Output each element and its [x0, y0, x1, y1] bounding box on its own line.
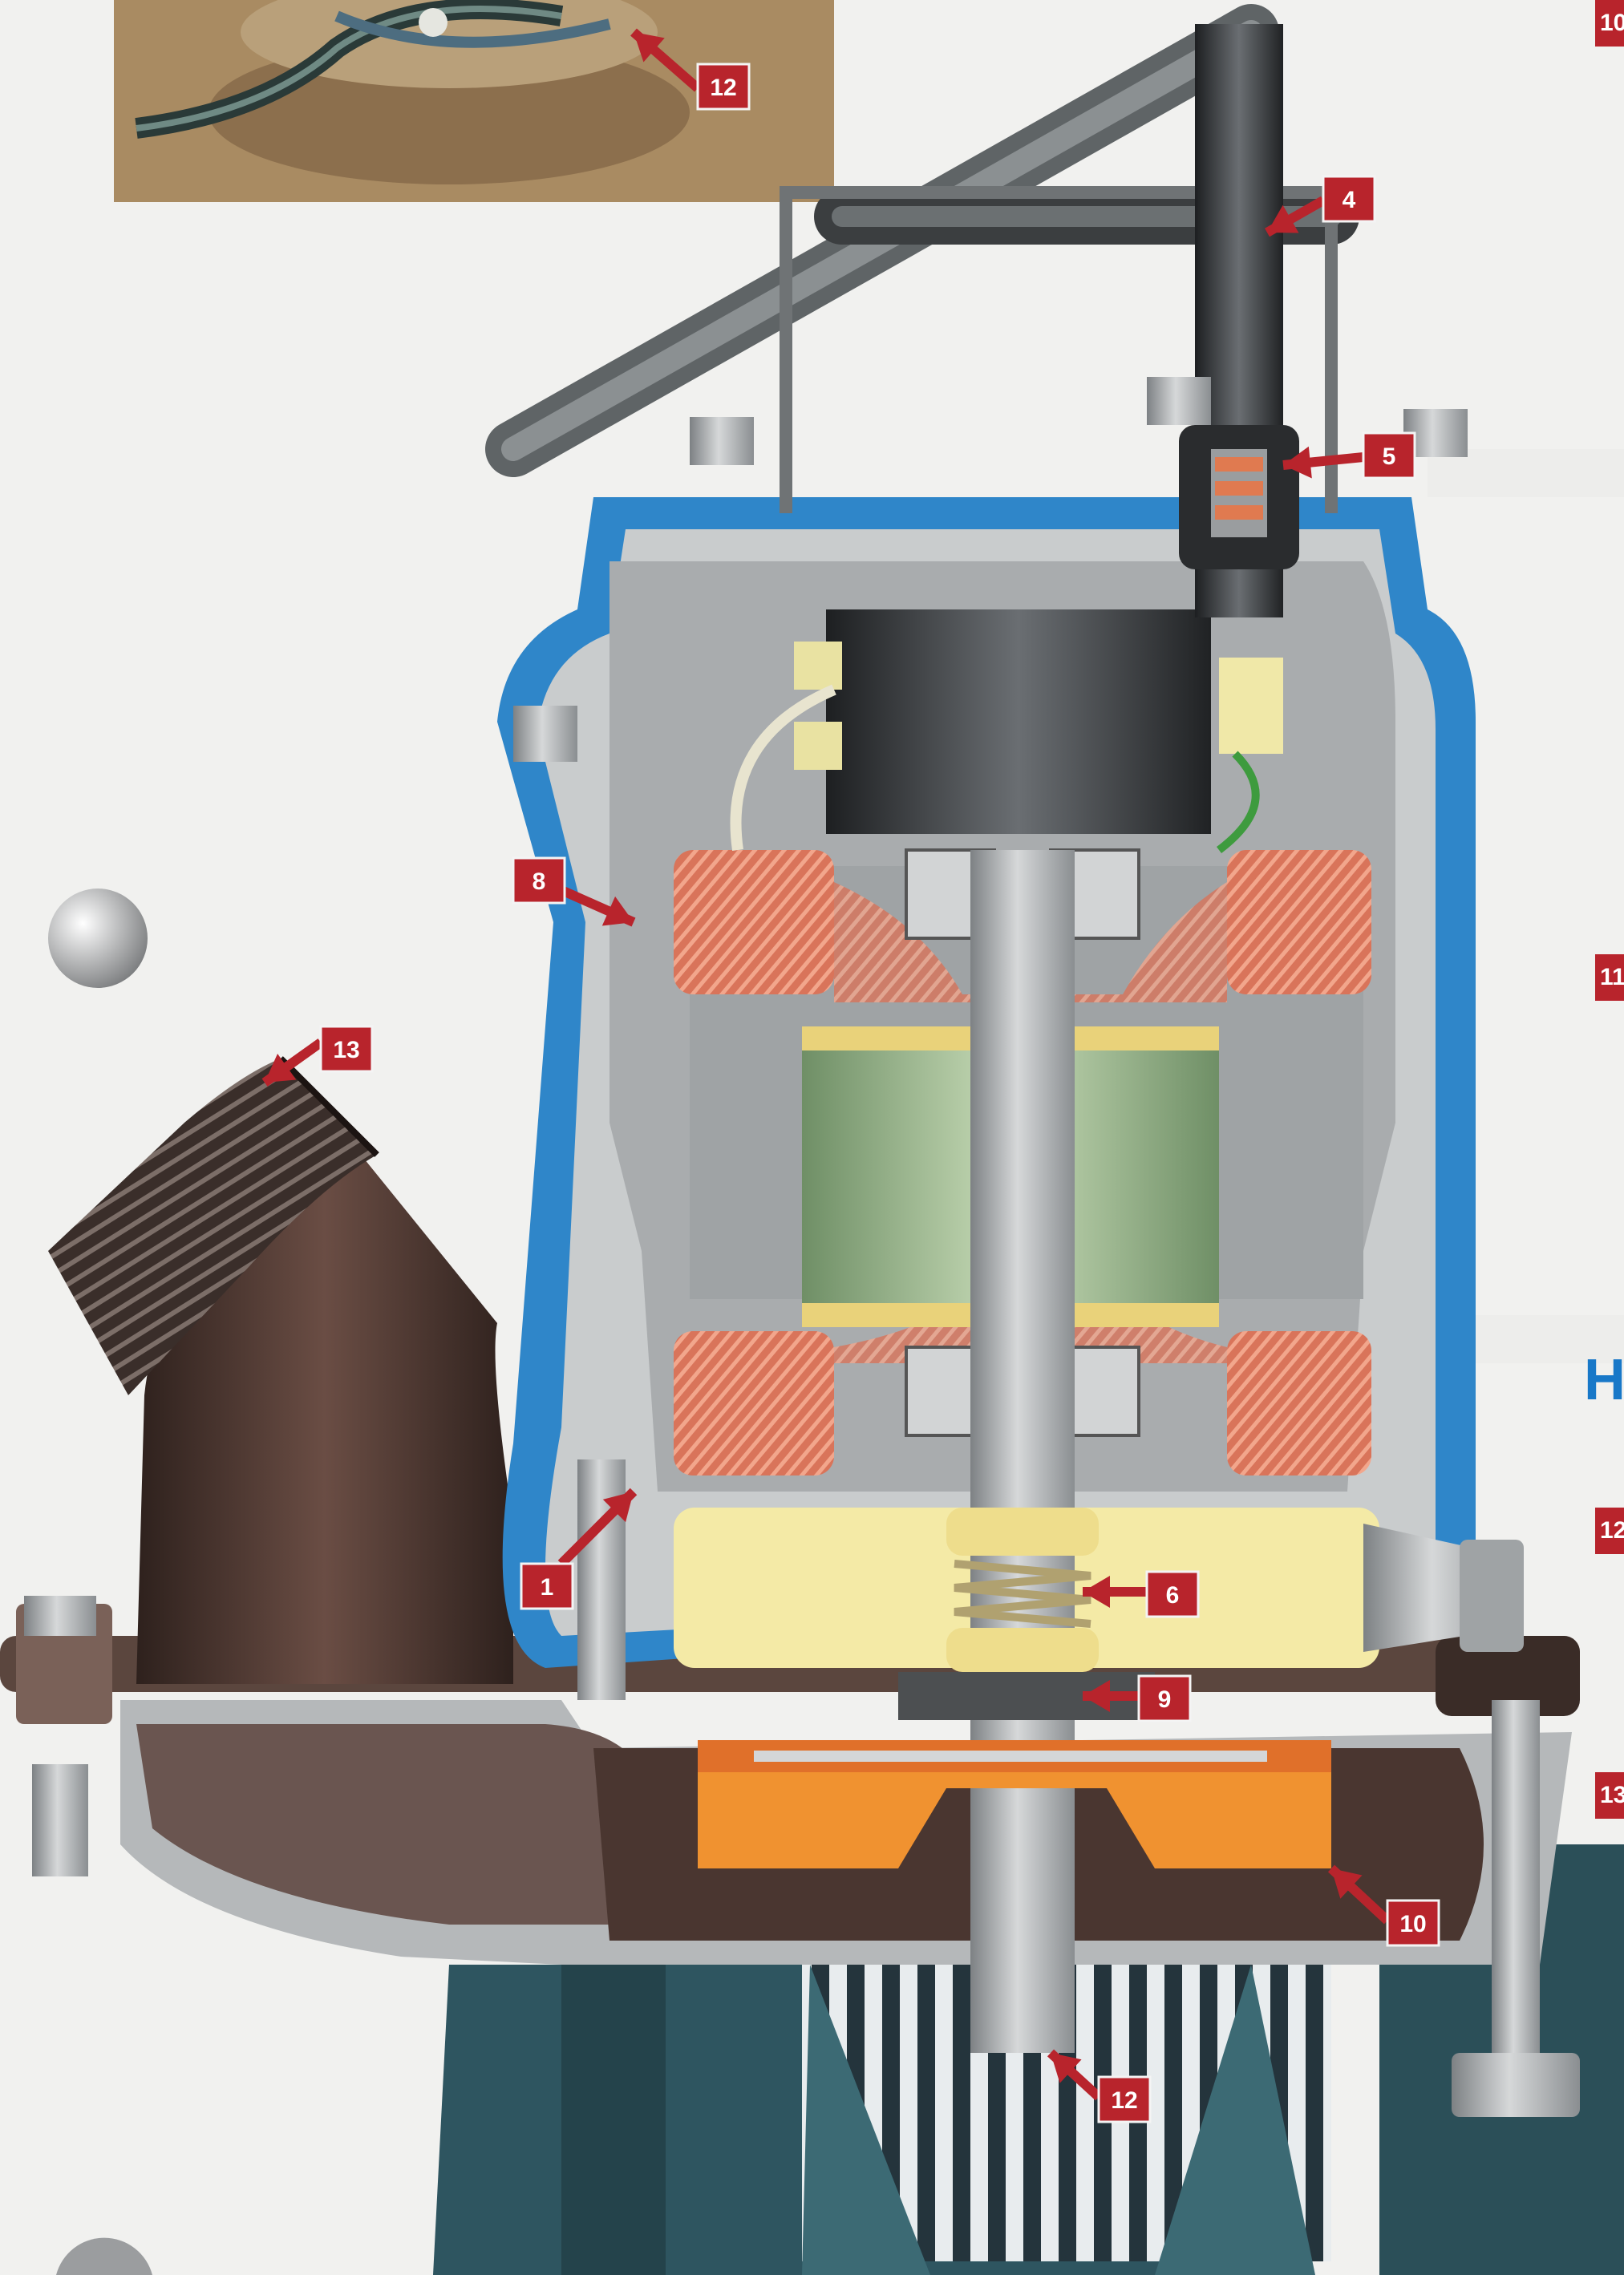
callout-arrowhead [1267, 204, 1299, 233]
callout-arrowhead [634, 32, 665, 63]
edge-tag-10: 10 [1595, 0, 1624, 47]
callout-cable-seal: 5 [1282, 431, 1416, 480]
callout-tag [696, 63, 751, 111]
callout-housing: 1 [520, 1488, 638, 1610]
callout-tag [520, 1562, 574, 1610]
callout-strainer: 12 [1047, 2049, 1152, 2123]
callout-arrowhead [1051, 2053, 1082, 2083]
callout-tag [1097, 2075, 1152, 2123]
callout-number: 9 [1158, 1686, 1172, 1713]
callout-layer: 12 4 5 8 13 1 6 9 10 12 [261, 28, 1440, 2123]
callout-number: 5 [1383, 443, 1396, 470]
edge-tag-12: 12 [1595, 1508, 1624, 1554]
tie-bolt-right [1492, 1700, 1540, 2117]
cable-entry-pipe [1179, 24, 1299, 617]
callout-arrowhead [265, 1053, 297, 1083]
callout-cable-entry: 4 [1265, 175, 1376, 237]
callout-thermal-protector: 8 [512, 856, 636, 927]
seal-spring [946, 1508, 1099, 1672]
edge-tag-13: 13 [1595, 1772, 1624, 1819]
base-stand [433, 1844, 1624, 2275]
lower-winding-right [1227, 1331, 1371, 1476]
impeller [698, 1740, 1331, 1868]
callout-tag [1137, 1674, 1192, 1722]
callout-number: 10 [1399, 1911, 1426, 1937]
callout-discharge-thread: 13 [261, 1025, 374, 1087]
terminal-box [826, 609, 1211, 834]
callout-number: 6 [1166, 1582, 1180, 1609]
callout-arrowhead [1283, 446, 1312, 479]
callout-cable-clamp-photo: 12 [630, 28, 751, 111]
shaft [970, 850, 1075, 2053]
callout-lip-seal: 9 [1083, 1674, 1192, 1722]
callout-tag [1145, 1570, 1200, 1618]
callout-impeller: 10 [1327, 1864, 1440, 1947]
callout-number: 12 [1111, 2087, 1137, 2114]
callout-number: 12 [710, 75, 736, 101]
binder-hole-top [48, 889, 148, 988]
callout-tag [512, 856, 566, 905]
callout-arrowhead [601, 896, 634, 926]
lower-winding-left [674, 1331, 834, 1476]
callout-tag [1386, 1899, 1440, 1947]
callout-arrowhead [1331, 1868, 1363, 1899]
binder-hole-bottom [56, 2237, 152, 2275]
callout-tag [1362, 431, 1416, 480]
callout-number: 4 [1343, 187, 1356, 213]
callout-arrowhead [1083, 1576, 1110, 1608]
callout-mechanical-seal-spring: 6 [1083, 1570, 1200, 1618]
callout-number: 1 [541, 1574, 554, 1601]
callout-number: 13 [333, 1037, 359, 1063]
callout-number: 8 [533, 868, 546, 895]
upper-winding-right [1227, 850, 1371, 994]
edge-tag-11: 11 [1595, 954, 1624, 1001]
callout-arrowhead [1083, 1680, 1110, 1712]
callout-tag [1322, 175, 1376, 223]
edge-heading-letter: H [1584, 1348, 1624, 1412]
callout-tag [319, 1025, 374, 1073]
discharge-elbow [48, 1056, 513, 1684]
callout-arrowhead [602, 1492, 634, 1523]
upper-winding-left [674, 850, 834, 994]
